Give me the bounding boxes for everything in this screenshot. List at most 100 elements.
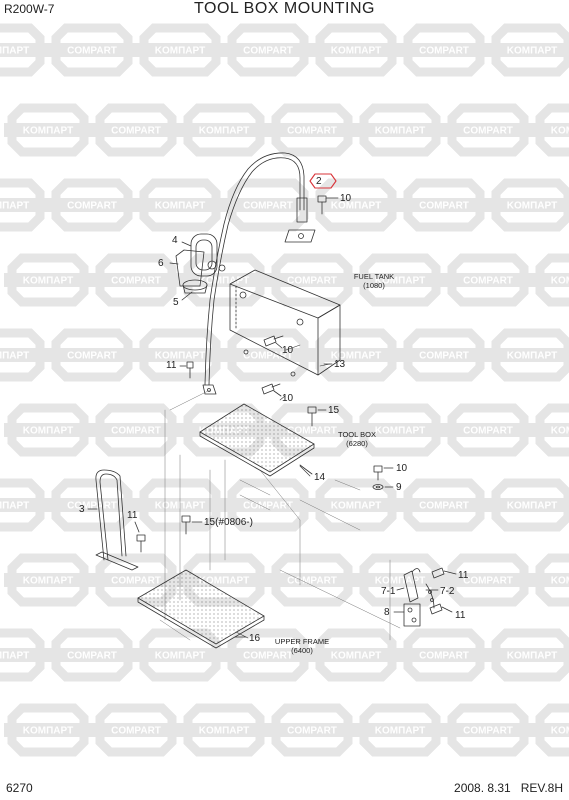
watermark-band	[356, 273, 444, 287]
handrail-part-3	[87, 469, 139, 571]
watermark-text: KOMПAPT	[199, 126, 250, 137]
watermark-text: KOMПAPT	[507, 201, 558, 212]
watermark-band	[312, 198, 400, 212]
callout-4: 4	[172, 235, 178, 246]
mat-14	[199, 403, 315, 477]
watermark-band	[180, 273, 268, 287]
watermark-text: KOMПAPT	[23, 576, 74, 587]
ref-upper-frame: UPPER FRAME (6400)	[270, 637, 334, 655]
watermark-band	[488, 348, 569, 362]
watermark-text: COMPART	[67, 501, 117, 512]
watermark-band	[444, 423, 532, 437]
callout-11-latch-bottom: 11	[455, 610, 466, 621]
watermark-text: COMPART	[287, 576, 337, 587]
watermark-text: KOMПAPT	[155, 351, 206, 362]
watermark-text: COMPART	[287, 426, 337, 437]
callout-7-1: 7-1	[381, 586, 396, 597]
watermark-text: COMPART	[67, 351, 117, 362]
watermark-text: KOMПAPT	[0, 651, 29, 662]
watermark-band	[312, 348, 400, 362]
ref-fuel-tank-code: (1080)	[363, 281, 385, 290]
watermark-text: COMPART	[111, 726, 161, 737]
bolt-15-lower	[181, 515, 203, 535]
ref-fuel-tank-name: FUEL TANK	[353, 272, 395, 281]
watermark-text: KOMПAPT	[23, 126, 74, 137]
bolt-11-latch-top	[431, 567, 457, 579]
watermark-band	[48, 348, 136, 362]
watermark-text: KOMПAPT	[551, 726, 569, 737]
callout-15-top: 15	[328, 405, 340, 416]
watermark-text: KOMПAPT	[155, 46, 206, 57]
watermark-text: KOMПAPT	[0, 501, 29, 512]
watermark-band	[312, 498, 400, 512]
tube-part-2	[202, 152, 316, 395]
watermark-band	[356, 573, 444, 587]
watermark-text: COMPART	[419, 501, 469, 512]
callout-13: 13	[334, 359, 346, 370]
watermark-band	[92, 573, 180, 587]
washer-9	[372, 484, 394, 490]
watermark-text: COMPART	[419, 651, 469, 662]
ref-tool-box: TOOL BOX (6280)	[332, 430, 382, 448]
watermark-band	[400, 348, 488, 362]
watermark-text: COMPART	[287, 126, 337, 137]
watermark-text: KOMПAPT	[23, 276, 74, 287]
filler-cap-assembly	[169, 233, 226, 301]
watermark-text: COMPART	[463, 276, 513, 287]
watermark-band	[444, 573, 532, 587]
watermark-text: COMPART	[463, 726, 513, 737]
callout-14: 14	[314, 472, 326, 483]
watermark-band	[488, 648, 569, 662]
watermark-text: KOMПAPT	[23, 726, 74, 737]
watermark: KOMПAPT COMPART KOMПAPT COMPART KOMПAPT COMPA…	[0, 23, 569, 757]
watermark-band	[400, 498, 488, 512]
watermark-text: COMPART	[67, 651, 117, 662]
callout-2: 2	[316, 176, 322, 187]
revision-date: 2008. 8.31	[454, 781, 511, 795]
watermark-band	[0, 198, 48, 212]
callout-10-lower: 10	[282, 393, 294, 404]
callout-5: 5	[173, 297, 179, 308]
watermark-band	[92, 123, 180, 137]
watermark-band	[48, 43, 136, 57]
watermark-text: KOMПAPT	[507, 501, 558, 512]
page-title: TOOL BOX MOUNTING	[194, 0, 375, 17]
watermark-badge	[0, 23, 45, 77]
callout-15-lower: 15(#0806-)	[204, 517, 253, 528]
watermark-text: COMPART	[243, 46, 293, 57]
watermark-badge	[0, 328, 45, 382]
watermark-text: KOMПAPT	[375, 426, 426, 437]
watermark-text: KOMПAPT	[0, 351, 29, 362]
watermark-text: KOMПAPT	[0, 201, 29, 212]
watermark-band	[180, 123, 268, 137]
watermark-band	[136, 348, 224, 362]
watermark-text: COMPART	[419, 351, 469, 362]
fuel-tank	[229, 269, 341, 377]
watermark-band	[400, 43, 488, 57]
watermark-band	[136, 43, 224, 57]
ref-tool-box-code: (6280)	[346, 439, 368, 448]
watermark-band	[400, 198, 488, 212]
bolt-11-handrail	[134, 521, 146, 553]
watermark-text: COMPART	[111, 126, 161, 137]
watermark-text: KOMПAPT	[155, 651, 206, 662]
watermark-band	[532, 573, 569, 587]
watermark-band	[0, 348, 48, 362]
watermark-text: KOMПAPT	[23, 426, 74, 437]
watermark-text: COMPART	[111, 576, 161, 587]
revision-info: 2008. 8.31 REV.8H	[454, 781, 563, 795]
watermark-text: KOMПAPT	[551, 126, 569, 137]
watermark-band	[224, 198, 312, 212]
watermark-badge	[0, 178, 45, 232]
watermark-text: COMPART	[419, 201, 469, 212]
model-label: R200W-7	[4, 2, 55, 16]
watermark-band	[356, 423, 444, 437]
watermark-text: KOMПAPT	[375, 126, 426, 137]
callout-9: 9	[396, 482, 402, 493]
watermark-band	[224, 348, 312, 362]
callout-11-left: 11	[166, 360, 177, 371]
callout-10-mid: 10	[282, 345, 294, 356]
watermark-band	[532, 273, 569, 287]
watermark-text: COMPART	[67, 201, 117, 212]
ref-tool-box-name: TOOL BOX	[338, 430, 376, 439]
